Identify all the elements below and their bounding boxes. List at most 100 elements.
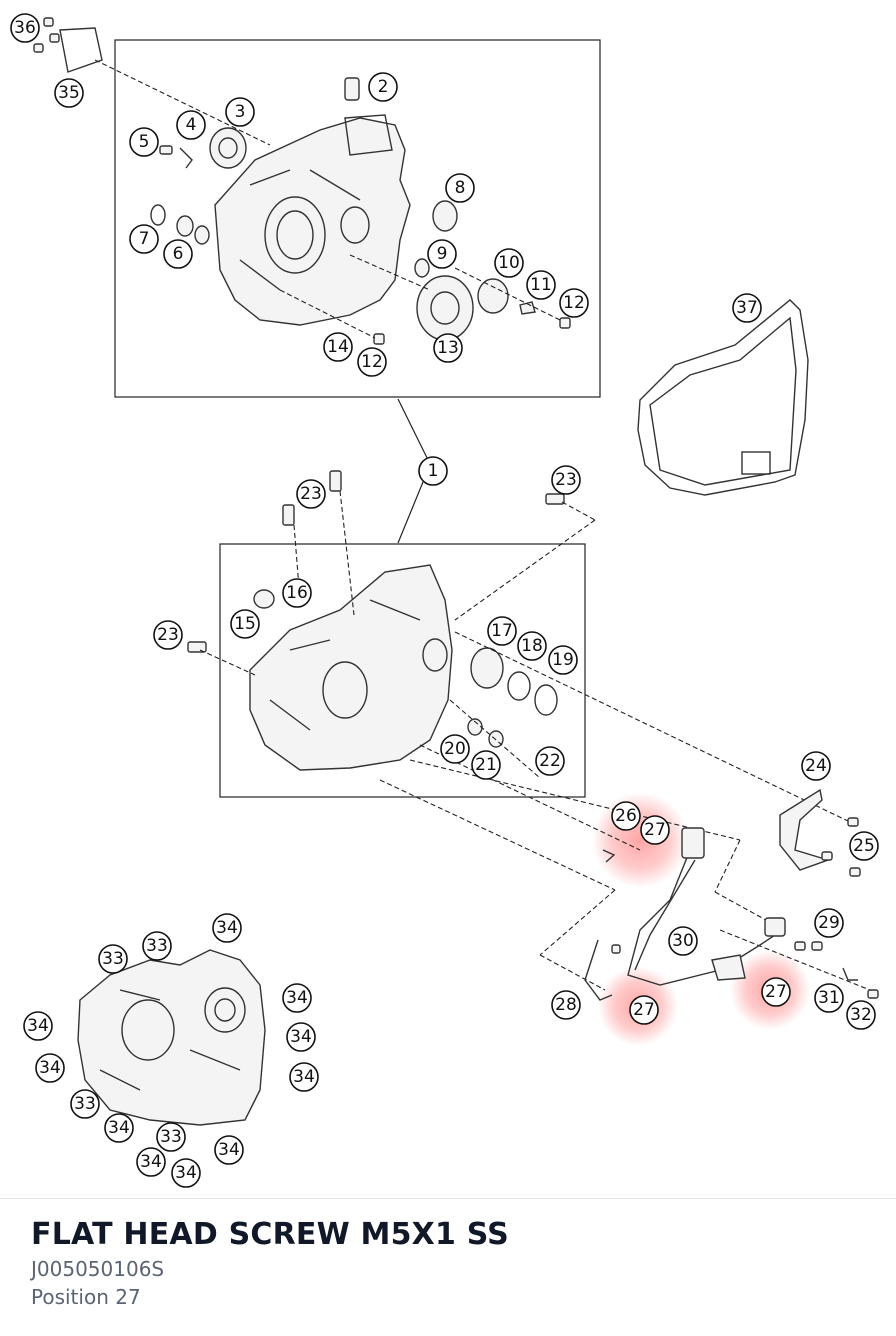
lower-crankcase-frame <box>219 543 586 798</box>
svg-text:34: 34 <box>290 1027 312 1047</box>
svg-text:14: 14 <box>327 337 349 357</box>
svg-text:34: 34 <box>140 1152 162 1172</box>
svg-text:34: 34 <box>175 1163 197 1183</box>
upper-crankcase-frame <box>114 39 601 398</box>
part-info-panel: FLAT HEAD SCREW M5X1 SS J005050106S Posi… <box>0 1198 896 1336</box>
callout-28[interactable]: 28 <box>551 990 581 1020</box>
callout-29[interactable]: 29 <box>814 908 844 938</box>
callout-15[interactable]: 15 <box>230 609 260 639</box>
callout-24[interactable]: 24 <box>801 751 831 781</box>
callout-9[interactable]: 9 <box>427 239 457 269</box>
svg-text:9: 9 <box>437 244 448 264</box>
svg-text:33: 33 <box>102 949 124 969</box>
callout-34i[interactable]: 34 <box>136 1147 166 1177</box>
svg-text:1: 1 <box>428 461 439 481</box>
svg-text:30: 30 <box>672 931 694 951</box>
callout-5[interactable]: 5 <box>129 127 159 157</box>
highlight-27-a <box>592 792 688 888</box>
callout-23c[interactable]: 23 <box>153 620 183 650</box>
callout-7[interactable]: 7 <box>129 224 159 254</box>
svg-text:25: 25 <box>853 836 875 856</box>
callout-3[interactable]: 3 <box>225 97 255 127</box>
svg-text:5: 5 <box>139 132 150 152</box>
callout-18[interactable]: 18 <box>517 631 547 661</box>
callout-10[interactable]: 10 <box>494 248 524 278</box>
callout-4[interactable]: 4 <box>176 110 206 140</box>
callout-16[interactable]: 16 <box>282 578 312 608</box>
callout-33c[interactable]: 33 <box>70 1089 100 1119</box>
callout-27b[interactable]: 27 <box>629 995 659 1025</box>
callout-33a[interactable]: 33 <box>98 944 128 974</box>
svg-text:27: 27 <box>644 820 666 840</box>
svg-text:34: 34 <box>27 1016 49 1036</box>
callout-36[interactable]: 36 <box>10 13 40 43</box>
callout-34f[interactable]: 34 <box>289 1062 319 1092</box>
svg-text:23: 23 <box>555 470 577 490</box>
svg-text:31: 31 <box>818 988 840 1008</box>
callout-23a[interactable]: 23 <box>296 479 326 509</box>
callout-14[interactable]: 14 <box>323 332 353 362</box>
svg-text:33: 33 <box>146 936 168 956</box>
svg-text:8: 8 <box>455 178 466 198</box>
svg-text:15: 15 <box>234 614 256 634</box>
callout-27a[interactable]: 27 <box>640 815 670 845</box>
callout-35[interactable]: 35 <box>54 78 84 108</box>
exploded-parts-diagram: 1 2 3 4 5 6 7 8 9 10 11 12 12 13 14 15 1… <box>10 13 879 1188</box>
callout-19[interactable]: 19 <box>548 645 578 675</box>
callout-17[interactable]: 17 <box>487 616 517 646</box>
svg-text:34: 34 <box>218 1140 240 1160</box>
crankcase-bolt-view <box>77 949 266 1126</box>
callout-30[interactable]: 30 <box>668 926 698 956</box>
callout-23b[interactable]: 23 <box>551 465 581 495</box>
callout-33d[interactable]: 33 <box>156 1122 186 1152</box>
svg-text:12: 12 <box>563 293 585 313</box>
callout-11[interactable]: 11 <box>526 270 556 300</box>
callout-34g[interactable]: 34 <box>104 1113 134 1143</box>
callout-34b[interactable]: 34 <box>282 983 312 1013</box>
callout-12a[interactable]: 12 <box>559 288 589 318</box>
callout-1[interactable]: 1 <box>418 456 448 486</box>
callout-6[interactable]: 6 <box>163 239 193 269</box>
callout-34h[interactable]: 34 <box>214 1135 244 1165</box>
callout-20[interactable]: 20 <box>440 734 470 764</box>
svg-text:11: 11 <box>530 275 552 295</box>
svg-text:34: 34 <box>108 1118 130 1138</box>
callout-31[interactable]: 31 <box>814 983 844 1013</box>
callout-12b[interactable]: 12 <box>357 347 387 377</box>
callout-27c[interactable]: 27 <box>761 977 791 1007</box>
svg-text:32: 32 <box>850 1005 872 1025</box>
svg-text:34: 34 <box>216 918 238 938</box>
sensor-cover <box>779 788 831 871</box>
lower-crankcase-half <box>187 470 565 771</box>
callout-2[interactable]: 2 <box>368 72 398 102</box>
svg-text:23: 23 <box>300 484 322 504</box>
svg-text:34: 34 <box>286 988 308 1008</box>
callout-37[interactable]: 37 <box>732 293 762 323</box>
svg-text:18: 18 <box>521 636 543 656</box>
callout-33b[interactable]: 33 <box>142 931 172 961</box>
svg-text:4: 4 <box>186 115 197 135</box>
callout-34j[interactable]: 34 <box>171 1158 201 1188</box>
callout-34d[interactable]: 34 <box>286 1022 316 1052</box>
svg-text:12: 12 <box>361 352 383 372</box>
callout-25[interactable]: 25 <box>849 831 879 861</box>
svg-text:28: 28 <box>555 995 577 1015</box>
svg-text:37: 37 <box>736 298 758 318</box>
callout-8[interactable]: 8 <box>445 173 475 203</box>
svg-text:26: 26 <box>615 806 637 826</box>
callout-26[interactable]: 26 <box>611 801 641 831</box>
callout-22[interactable]: 22 <box>535 746 565 776</box>
callout-32[interactable]: 32 <box>846 1000 876 1030</box>
svg-text:7: 7 <box>139 229 150 249</box>
callout-34a[interactable]: 34 <box>212 913 242 943</box>
callout-21[interactable]: 21 <box>471 750 501 780</box>
callout-34c[interactable]: 34 <box>23 1011 53 1041</box>
callout-13[interactable]: 13 <box>433 333 463 363</box>
svg-text:17: 17 <box>491 621 513 641</box>
svg-text:27: 27 <box>765 982 787 1002</box>
svg-text:27: 27 <box>633 1000 655 1020</box>
svg-text:36: 36 <box>14 18 36 38</box>
svg-text:20: 20 <box>444 739 466 759</box>
svg-text:33: 33 <box>74 1094 96 1114</box>
callout-34e[interactable]: 34 <box>35 1053 65 1083</box>
